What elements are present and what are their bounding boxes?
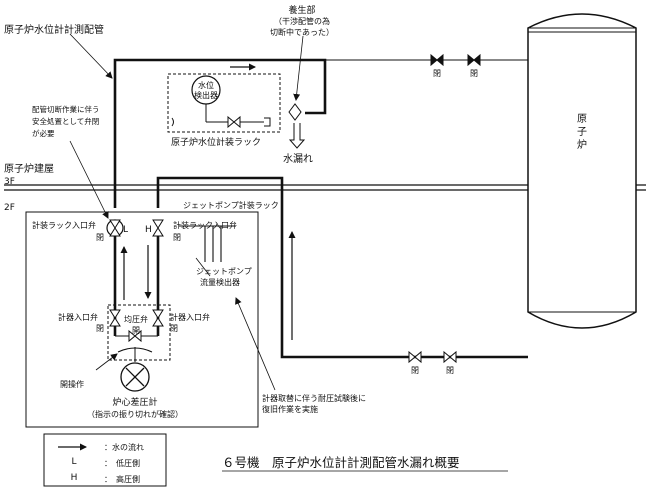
label-floor-3f: 3F (4, 177, 15, 187)
label-gauge-inlet-right: 計器入口弁 (170, 312, 210, 322)
legend-text-low: ： 低圧側 (104, 458, 140, 468)
label-closed-bottom-2: 閉 (446, 366, 454, 375)
label-sensor-line: 原子炉水位計計測配管 (4, 23, 104, 36)
legend-text-flow: ：水の流れ (104, 442, 144, 452)
label-gauge-inlet-right-state: 閉 (170, 324, 178, 333)
rack-inlet-valve-left (106, 219, 124, 237)
label-cutting-note-2: 安全処置として弁閉 (32, 116, 99, 126)
label-equalizing-1: 均圧弁 (124, 314, 148, 324)
label-rack-inlet-left-state: 閉 (96, 233, 104, 242)
label-rack-inlet-right: 計装ラック入口弁 (173, 220, 237, 230)
label-gauge-inlet-left: 計器入口弁 (58, 312, 98, 322)
label-restore-note-1: 計器取替に伴う耐圧試験後に (262, 393, 366, 403)
level-rack-box (167, 73, 281, 133)
reactor-vessel (527, 13, 637, 329)
diagram-title: ６号機 原子炉水位計計測配管水漏れ概要 (222, 455, 460, 470)
label-water-leak: 水漏れ (283, 153, 313, 165)
label-cutting-note-1: 配管切断作業に伴う (32, 104, 100, 114)
label-curing-2: （干渉配管の為 (274, 16, 330, 26)
label-rack-inlet-right-state: 閉 (173, 233, 181, 242)
label-cutting-note-3: が必要 (32, 128, 55, 138)
equalizing-box (107, 304, 171, 361)
gauge-inlet-valve-right (152, 309, 164, 327)
legend-text-high: ： 高圧側 (104, 474, 140, 484)
flow-arrows (120, 63, 296, 340)
label-closed-bottom-1: 閉 (411, 366, 419, 375)
cut-point (288, 103, 306, 149)
label-level-detector-1: 水位 (198, 80, 214, 90)
label-building: 原子炉建屋 (4, 162, 54, 175)
bottom-valves (408, 350, 457, 364)
label-curing-1: 養生部 (288, 4, 315, 16)
label-level-detector-2: 検出器 (194, 90, 218, 100)
label-diff-gauge-note: （指示の振り切れが確認） (87, 409, 183, 419)
label-gauge-inlet-left-state: 閉 (96, 324, 104, 333)
legend-symbol-h: H (71, 473, 78, 483)
label-low-side: L (123, 225, 128, 235)
label-level-rack: 原子炉水位計装ラック (171, 136, 261, 148)
label-curing-3: 切断中であった） (270, 27, 334, 37)
gauge-inlet-valve-left (109, 309, 121, 327)
label-high-side: H (145, 225, 152, 235)
svg-text:原子炉: 原子炉 (577, 113, 587, 151)
label-rack-inlet-left: 計装ラック入口弁 (32, 220, 96, 230)
label-reactor: 原子炉 (577, 113, 587, 151)
label-restore-note-2: 復旧作業を実施 (262, 404, 318, 414)
label-diff-gauge: 炉心差圧計 (112, 396, 157, 408)
label-open-operation: 開操作 (60, 379, 84, 389)
label-jet-pump-rack: ジェットポンプ計装ラック (183, 200, 279, 210)
equalizing-valve (128, 329, 142, 343)
room-2f-box (25, 211, 259, 428)
level-rack-valve (227, 115, 241, 129)
legend: L H ：水の流れ ： 低圧側 ： 高圧側 (43, 433, 167, 487)
label-closed-top-1: 閉 (433, 69, 441, 78)
label-equalizing-2: 開 (132, 326, 140, 335)
label-floor-2f: 2F (4, 203, 15, 213)
diff-pressure-gauge (120, 362, 150, 392)
legend-symbol-l: L (71, 457, 76, 467)
top-valves (430, 53, 481, 67)
leader-lines (69, 33, 304, 391)
label-jet-flow-2: 流量検出器 (200, 277, 240, 287)
rack-inlet-valve-right (152, 219, 164, 237)
label-closed-top-2: 閉 (470, 69, 478, 78)
label-jet-flow-1: ジェットポンプ (196, 267, 252, 276)
piping-thin (115, 59, 528, 337)
